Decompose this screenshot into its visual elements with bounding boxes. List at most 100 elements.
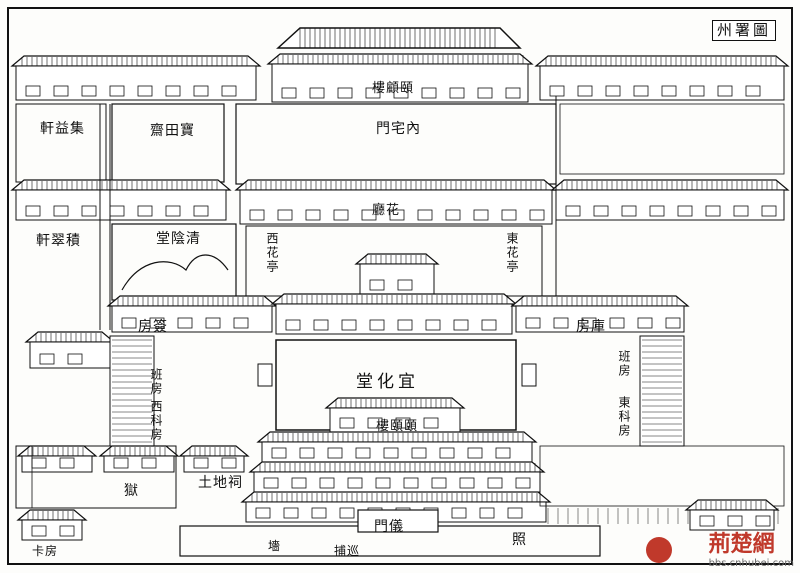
court-neizhai (235, 103, 557, 185)
lower-hall-3-window (451, 507, 467, 519)
label-xi-huating: 西花亭 (265, 232, 279, 274)
lower-hall-2-window (375, 477, 391, 489)
jian-fang-row-window (149, 317, 165, 329)
second-row-left-window (25, 205, 41, 217)
ku-fang-row-window (609, 317, 625, 329)
lower-hall-3-window (311, 507, 327, 519)
top-row-right-window (661, 85, 677, 97)
label-jian-fang: 房簽 (138, 319, 168, 335)
hall-hua-ting-window (529, 209, 545, 221)
label-dong-huating: 東花亭 (505, 232, 519, 274)
top-row-center-window (337, 87, 353, 99)
top-row-left-roof (10, 55, 262, 67)
top-row-left-window (53, 85, 69, 97)
tudi-shrine-building-window (221, 457, 237, 469)
main-tower-roof (276, 27, 522, 49)
second-row-right-window (761, 205, 777, 217)
second-row-right-window (593, 205, 609, 217)
label-tudi-ci: 土地祠 (198, 475, 243, 491)
yiyi-lou-roof-block-window (395, 417, 411, 429)
top-row-center-window (449, 87, 465, 99)
second-row-right-window (705, 205, 721, 217)
top-row-center-roof (266, 53, 534, 65)
top-row-right-window (633, 85, 649, 97)
second-row-left-body (15, 189, 227, 221)
lower-hall-3-window (479, 507, 495, 519)
label-xi-ke-fang: 西科房 (149, 400, 163, 442)
southeast-building-window (699, 515, 715, 527)
lower-hall-2-body (253, 471, 541, 493)
lower-hall-2-window (263, 477, 279, 489)
top-row-left-body (15, 65, 257, 101)
watermark-site: bbs.cnhubei.com (708, 558, 794, 569)
lower-hall-2-window (291, 477, 307, 489)
second-row-right-window (649, 205, 665, 217)
lower-hall-3-window (507, 507, 523, 519)
lower-hall-3-window (255, 507, 271, 519)
second-row-left-window (193, 205, 209, 217)
label-yihua-tang: 堂化宜 (356, 372, 419, 392)
lower-hall-1-window (411, 447, 427, 459)
lower-hall-3-window (283, 507, 299, 519)
lower-hall-1-window (439, 447, 455, 459)
prison-east-building-window (113, 457, 129, 469)
label-yi-men: 門儀 (374, 519, 404, 535)
top-row-right-window (577, 85, 593, 97)
second-row-left-window (137, 205, 153, 217)
label-ku-fang: 房庫 (576, 319, 606, 335)
southeast-building-body (689, 509, 775, 531)
ku-fang-row-roof (510, 295, 690, 307)
front-hall-row-window (285, 319, 301, 331)
central-gate-hall-window (369, 279, 385, 291)
yi-men-gate (357, 509, 439, 533)
top-row-left-window (137, 85, 153, 97)
ku-fang-row-window (553, 317, 569, 329)
ka-fang-building-body (21, 519, 83, 541)
hall-hua-ting-window (277, 209, 293, 221)
jian-fang-row-window (121, 317, 137, 329)
southeast-building-window (727, 515, 743, 527)
top-row-center-window (421, 87, 437, 99)
lower-hall-2-window (431, 477, 447, 489)
map-title: 州署圖 (712, 20, 777, 41)
lower-hall-2-window (459, 477, 475, 489)
label-neizhai-men: 門宅內 (376, 121, 421, 137)
ku-fang-row-window (581, 317, 597, 329)
second-row-right-window (621, 205, 637, 217)
label-jiyu: 獄 (124, 483, 139, 499)
southeast-building-roof (684, 499, 780, 511)
prison-east-building-window (141, 457, 157, 469)
lower-hall-2-window (515, 477, 531, 489)
watermark-brand: 荊楚網 (708, 532, 775, 557)
label-zhao: 照 (512, 532, 527, 548)
yiyi-lou-roof-block-roof (324, 397, 466, 409)
jian-fang-row-window (233, 317, 249, 329)
hall-hua-ting-window (445, 209, 461, 221)
top-row-center-body (271, 63, 529, 103)
lower-hall-1-window (355, 447, 371, 459)
lower-hall-1-body (261, 441, 533, 463)
tudi-shrine-building-window (193, 457, 209, 469)
hall-hua-ting-window (501, 209, 517, 221)
top-row-center-window (477, 87, 493, 99)
rockery-hills (121, 254, 229, 291)
top-row-left-window (165, 85, 181, 97)
second-row-right-window (677, 205, 693, 217)
lower-hall-1-window (327, 447, 343, 459)
top-row-left-window (221, 85, 237, 97)
prison-east-building-roof (98, 445, 180, 457)
ku-fang-row-window (525, 317, 541, 329)
second-row-right-roof (550, 179, 790, 191)
lower-hall-1-window (467, 447, 483, 459)
west-side-row-window (67, 353, 83, 365)
second-row-right-body (555, 189, 785, 221)
lower-hall-1-window (495, 447, 511, 459)
hall-hua-ting-window (249, 209, 265, 221)
lower-hall-1-window (299, 447, 315, 459)
second-row-right-window (565, 205, 581, 217)
ku-fang-row-window (637, 317, 653, 329)
label-jiyi-xuan: 軒益集 (40, 121, 85, 137)
top-row-right-window (549, 85, 565, 97)
top-row-center-window (365, 87, 381, 99)
